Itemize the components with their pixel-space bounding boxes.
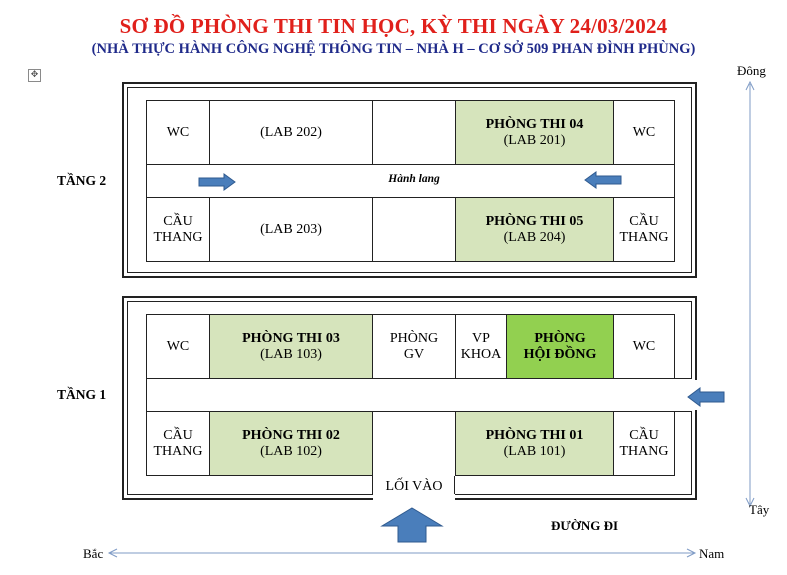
floor-2-bottom-blank [372, 197, 456, 262]
floor-2-inner-frame [127, 87, 692, 273]
floor-1-stairs-left: CẦU THANG [146, 411, 210, 476]
room-label: GV [403, 346, 425, 362]
page-title: SƠ ĐỒ PHÒNG THI TIN HỌC, KỲ THI NGÀY 24/… [119, 14, 668, 38]
floor-1-wc-left: WC [146, 314, 210, 379]
floor-1-label: TẦNG 1 [57, 387, 107, 402]
room-label: KHOA [460, 346, 502, 362]
room-label: WC [166, 124, 190, 140]
entry-arrow-left-icon [687, 387, 725, 407]
room-label: CẦU [629, 427, 659, 443]
room-label: THANG [153, 229, 203, 245]
room-lab: (LAB 103) [260, 346, 322, 362]
floor-1-exam-room-01: PHÒNG THI 01 (LAB 101) [455, 411, 614, 476]
room-label: CẦU [629, 213, 659, 229]
floor-1-teacher-room: PHÒNG GV [372, 314, 456, 379]
compass-north-label: Bắc [83, 546, 104, 561]
floor-2-stairs-right: CẦU THANG [613, 197, 675, 262]
room-label: CẦU [163, 427, 193, 443]
floor-1-corridor [146, 378, 692, 412]
corridor-label: Hành lang [388, 173, 440, 185]
compass-west-label: Tây [749, 502, 770, 517]
entrance-post-right [454, 476, 455, 494]
room-name: PHÒNG THI 01 [485, 427, 584, 443]
page-subtitle: (NHÀ THỰC HÀNH CÔNG NGHỆ THÔNG TIN – NHÀ… [91, 41, 696, 57]
room-lab: (LAB 201) [503, 132, 566, 148]
compass-south-label: Nam [699, 546, 725, 561]
room-label: THANG [153, 443, 203, 459]
floor-2-stairs-left: CẦU THANG [146, 197, 210, 262]
room-label: WC [166, 338, 190, 354]
room-label: PHÒNG [389, 330, 439, 346]
room-name: PHÒNG [534, 330, 586, 346]
floor-1-exam-room-03: PHÒNG THI 03 (LAB 103) [209, 314, 373, 379]
floor-1-wc-right: WC [613, 314, 675, 379]
room-label: CẦU [163, 213, 193, 229]
vertical-axis-arrow-icon [745, 80, 755, 508]
entrance-label: LỐI VÀO [385, 479, 443, 494]
room-name: PHÒNG THI 04 [485, 116, 584, 132]
floor-2-lab-202: (LAB 202) [209, 100, 373, 165]
floor-2-lab-203: (LAB 203) [209, 197, 373, 262]
room-name: PHÒNG THI 05 [485, 213, 584, 229]
room-label: (LAB 202) [260, 124, 322, 140]
floor-2-wc-left: WC [146, 100, 210, 165]
floor-1-exam-room-02: PHÒNG THI 02 (LAB 102) [209, 411, 373, 476]
floor-2-label: TẦNG 2 [57, 173, 107, 188]
floor-2-exam-room-04: PHÒNG THI 04 (LAB 201) [455, 100, 614, 165]
floor-2-top-blank [372, 100, 456, 165]
floor-2-exam-room-05: PHÒNG THI 05 (LAB 204) [455, 197, 614, 262]
room-label: WC [632, 124, 656, 140]
room-label: (LAB 203) [260, 221, 322, 237]
room-label: VP [472, 330, 490, 346]
room-lab: (LAB 204) [503, 229, 566, 245]
room-lab: (LAB 101) [503, 443, 566, 459]
room-label: THANG [619, 229, 669, 245]
room-lab: (LAB 102) [260, 443, 322, 459]
arrow-left-icon [584, 171, 622, 189]
horizontal-axis-arrow-icon [107, 548, 697, 558]
room-label: THANG [619, 443, 669, 459]
entrance-gap [373, 490, 455, 504]
floor-2-wc-right: WC [613, 100, 675, 165]
floor-1-stairs-right: CẦU THANG [613, 411, 675, 476]
move-handle-icon[interactable]: ✥ [28, 69, 41, 82]
floor-1-council-room: PHÒNG HỘI ĐỒNG [506, 314, 614, 379]
compass-east-label: Đông [737, 63, 766, 78]
road-label: ĐƯỜNG ĐI [551, 518, 619, 533]
floor-1-faculty-office: VP KHOA [455, 314, 507, 379]
room-name: PHÒNG THI 02 [242, 427, 340, 443]
room-label: WC [632, 338, 656, 354]
arrow-up-icon [380, 507, 444, 543]
room-name: PHÒNG THI 03 [242, 330, 340, 346]
room-name: HỘI ĐỒNG [523, 346, 597, 362]
entrance-post-left [372, 476, 373, 494]
arrow-right-icon [198, 173, 236, 191]
